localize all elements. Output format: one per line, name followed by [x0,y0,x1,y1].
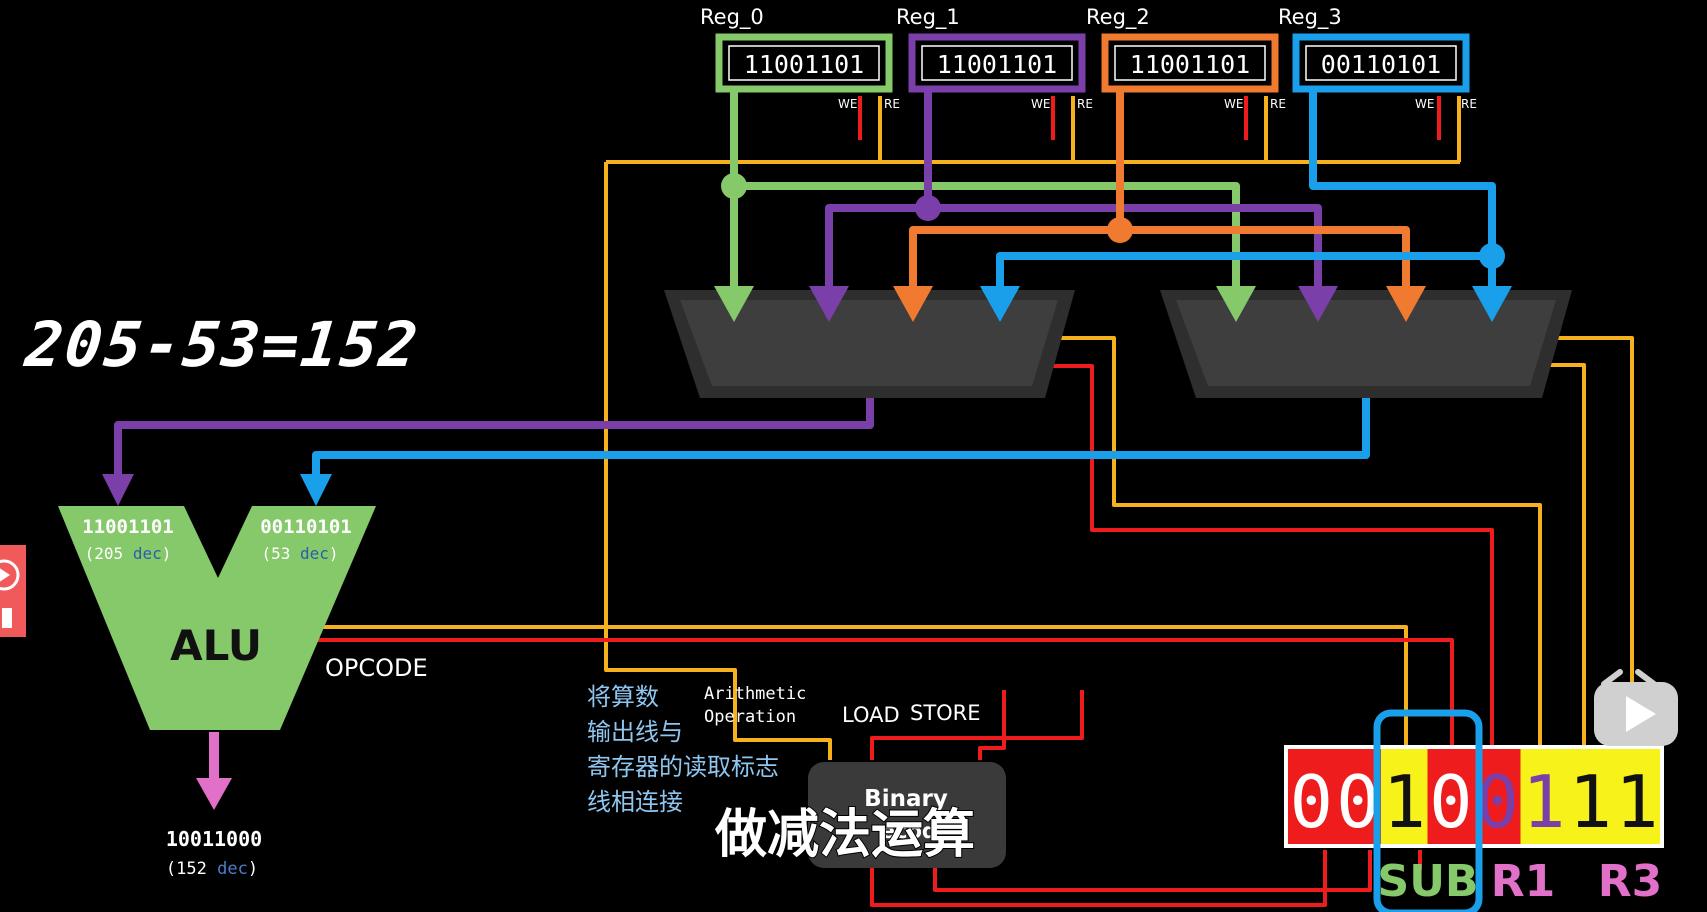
arrow-alu-b [300,474,332,506]
load-label: LOAD [842,703,900,727]
reg2-re: RE [1270,97,1286,111]
arithmetic-label-1: Arithmetic [704,684,806,704]
alu-output-dec: (152 dec) [166,859,258,879]
register-reg1: Reg_1 11001101 WE RE [896,5,1093,111]
mux-left [664,290,1075,398]
reg0-we: WE [838,97,857,111]
reg1-wires [114,90,1322,478]
reg3-we: WE [1415,97,1434,111]
instruction-bit-cell [1334,749,1381,844]
instruction-bit: 0 [1476,760,1519,844]
junction-reg1 [915,195,941,221]
instruction-bit-cell [1288,749,1335,844]
alu-output-value: 10011000 [166,827,262,851]
alu-input-a: 11001101 [82,516,174,538]
arrow-mux2-reg0 [1216,286,1256,322]
arrow-mux1-reg2 [893,286,933,322]
yellow-wires [308,96,1634,760]
opcode-label: OPCODE [325,654,428,682]
alu-input-b-dec: (53 dec) [261,544,338,563]
instruction-bit-cell [1613,749,1660,844]
mux-input-arrows [102,286,1512,506]
arrow-mux1-reg1 [809,286,849,322]
reg0-name: Reg_0 [700,5,764,30]
arrow-mux2-reg1 [1298,286,1338,322]
register-reg0: Reg_0 11001101 WE RE [700,5,900,111]
instruction-bit-cell [1567,749,1614,844]
alu: 11001101 (205 dec) 00110101 (53 dec) ALU [58,506,376,730]
annotation-line-3: 寄存器的读取标志 [587,753,779,781]
reg1-value: 11001101 [937,50,1057,79]
reg3-name: Reg_3 [1278,5,1342,30]
field-label-r1: R1 [1491,856,1556,907]
instruction-bit: 1 [1383,760,1426,844]
reg0-re: RE [884,97,900,111]
instruction-bit-cell [1520,749,1567,844]
alu-input-b: 00110101 [260,516,352,538]
instruction-bit-cell [1381,749,1428,844]
alu-output-arrow [196,778,232,810]
arrow-mux2-reg2 [1386,286,1426,322]
arrow-mux2-reg3 [1472,286,1512,322]
alu-label: ALU [170,621,262,670]
tv-play-icon[interactable] [1594,669,1678,746]
reg3-re: RE [1461,97,1477,111]
instruction-bit: 1 [1569,760,1612,844]
play-logo-icon[interactable] [0,545,26,637]
reg2-value: 11001101 [1130,50,1250,79]
subtitle: 做减法运算 [714,805,975,865]
field-label-sub: SUB [1378,856,1479,907]
red-wires [308,96,1494,907]
instruction-bit: 0 [1429,760,1472,844]
alu-input-a-dec: (205 dec) [85,544,172,563]
arrow-alu-a [102,474,134,506]
register-reg2: Reg_2 11001101 WE RE [1086,5,1286,111]
arrow-mux1-reg3 [980,286,1020,322]
reg2-name: Reg_2 [1086,5,1150,30]
instruction-bit: 0 [1290,760,1333,844]
instruction-bit: 1 [1615,760,1658,844]
annotation-line-1: 将算数 [587,683,659,711]
annotation-line-4: 线相连接 [587,788,683,816]
sub-highlight-box [1373,709,1483,912]
field-label-r3: R3 [1598,856,1663,907]
instruction-bit: 1 [1522,760,1565,844]
instruction-bit: 0 [1336,760,1379,844]
store-label: STORE [910,701,981,725]
reg3-value: 00110101 [1321,50,1441,79]
junction-reg2 [1107,217,1133,243]
register-reg3: Reg_3 00110101 WE RE [1278,5,1477,111]
arrow-mux1-reg0 [714,286,754,322]
mux-right [1160,290,1572,398]
arithmetic-label-2: Operation [704,707,796,727]
equation-text: 205-53=152 [21,308,423,381]
reg1-re: RE [1077,97,1093,111]
instruction-bit-cell [1427,749,1474,844]
junction-reg0 [721,173,747,199]
junction-reg3 [1479,243,1505,269]
reg1-we: WE [1031,97,1050,111]
reg2-we: WE [1224,97,1243,111]
annotation-line-2: 输出线与 [587,718,683,746]
binary-label-2: ecode [881,819,951,843]
reg0-value: 11001101 [744,50,864,79]
binary-label: Binary [864,786,948,812]
binary-decoder: Binary ecode [808,762,1006,868]
reg1-name: Reg_1 [896,5,960,30]
